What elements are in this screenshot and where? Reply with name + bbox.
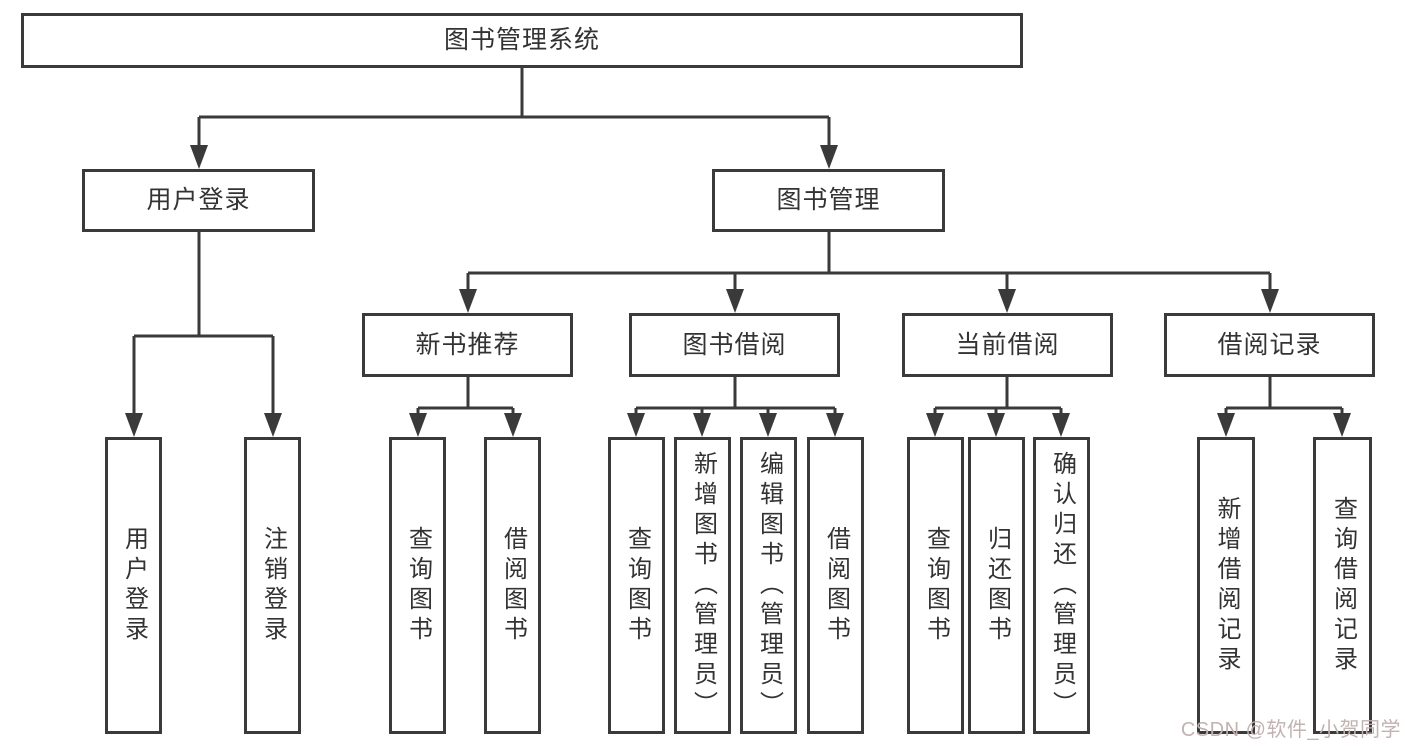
leaf-label: 确认归还（管理员） (1048, 450, 1076, 721)
leaf-label: 用户登录 (120, 525, 148, 646)
node-borrowing-records: 借阅记录 (1164, 313, 1375, 377)
node-label: 图书管理 (776, 186, 881, 214)
leaf-user-login: 用户登录 (105, 437, 162, 734)
node-label: 当前借阅 (955, 330, 1060, 359)
watermark: CSDN @软件_小贺同学 (1180, 719, 1401, 741)
leaf-label: 查询图书 (404, 525, 432, 646)
node-current-borrowing: 当前借阅 (902, 313, 1113, 377)
node-label: 图书借阅 (682, 330, 787, 359)
leaf-add-books-admin: 新增图书（管理员） (674, 437, 731, 734)
node-label: 用户登录 (146, 186, 251, 214)
leaf-query-books-3: 查询图书 (907, 437, 964, 734)
leaf-label: 查询借阅记录 (1329, 495, 1357, 676)
leaf-logout: 注销登录 (244, 437, 301, 734)
leaf-query-borrow-record: 查询借阅记录 (1313, 437, 1372, 734)
node-library-management-system: 图书管理系统 (21, 13, 1023, 68)
node-user-login: 用户登录 (82, 169, 315, 232)
leaf-confirm-return-admin: 确认归还（管理员） (1033, 437, 1090, 734)
leaf-return-books: 归还图书 (968, 437, 1025, 734)
leaf-label: 归还图书 (983, 525, 1011, 646)
node-new-book-recommendation: 新书推荐 (362, 313, 573, 377)
leaf-label: 查询图书 (922, 525, 950, 646)
leaf-label: 注销登录 (259, 525, 287, 646)
leaf-label: 查询图书 (623, 525, 651, 646)
leaf-borrow-books-2: 借阅图书 (807, 437, 864, 734)
leaf-query-books-2: 查询图书 (608, 437, 665, 734)
leaf-add-borrow-record: 新增借阅记录 (1197, 437, 1255, 734)
leaf-label: 借阅图书 (499, 525, 527, 646)
node-label: 图书管理系统 (443, 26, 600, 54)
node-label: 新书推荐 (415, 330, 520, 359)
leaf-label: 编辑图书（管理员） (755, 450, 783, 721)
leaf-label: 新增借阅记录 (1213, 495, 1240, 676)
node-label: 借阅记录 (1217, 330, 1322, 359)
leaf-label: 新增图书（管理员） (689, 450, 717, 721)
leaf-edit-books-admin: 编辑图书（管理员） (740, 437, 797, 734)
node-book-management: 图书管理 (712, 169, 945, 232)
leaf-label: 借阅图书 (822, 525, 850, 646)
node-book-borrowing: 图书借阅 (629, 313, 840, 377)
leaf-borrow-books: 借阅图书 (484, 437, 541, 734)
leaf-query-books: 查询图书 (389, 437, 446, 734)
